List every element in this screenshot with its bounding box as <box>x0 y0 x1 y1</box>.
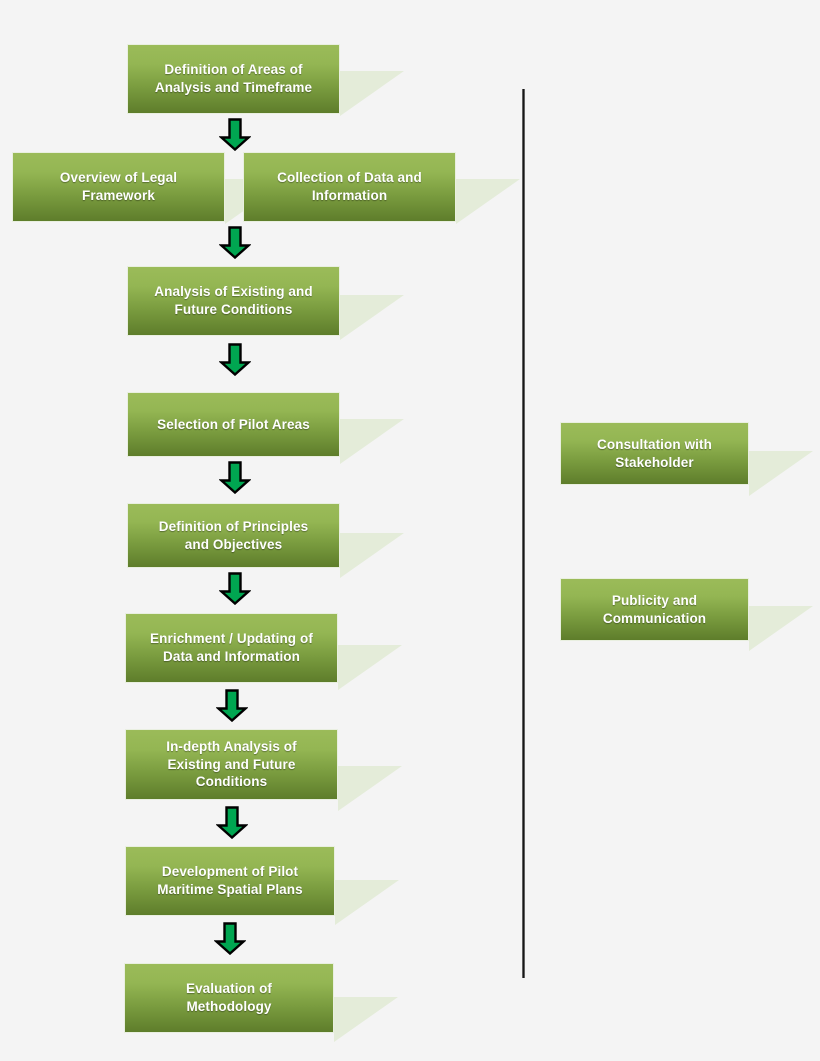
node-evaluation-of-methodology[interactable]: Evaluation of Methodology <box>124 963 334 1033</box>
node-shadow-step-9 <box>334 997 398 1042</box>
node-label: Definition of Principles and Objectives <box>158 518 309 552</box>
node-in-depth-analysis[interactable]: In-depth Analysis of Existing and Future… <box>125 729 338 800</box>
node-shadow-step-4 <box>340 419 404 464</box>
node-shadow-side-1 <box>749 451 813 496</box>
node-label: Overview of Legal Framework <box>59 170 178 203</box>
node-label: Analysis of Existing and Future Conditio… <box>154 284 313 317</box>
down-arrow-icon <box>219 461 251 494</box>
down-arrow-icon <box>216 806 248 839</box>
node-label: Development of Pilot Maritime Spatial Pl… <box>157 864 303 897</box>
node-label: Evaluation of Methodology <box>185 981 273 1014</box>
node-definition-principles-objectives[interactable]: Definition of Principles and Objectives <box>127 503 340 568</box>
node-label: Enrichment / Updating of Data and Inform… <box>150 631 313 664</box>
down-arrow-icon <box>216 689 248 722</box>
node-label: Selection of Pilot Areas <box>157 416 310 432</box>
node-shadow-step-1 <box>340 71 404 116</box>
node-publicity-and-communication[interactable]: Publicity and Communication <box>560 578 749 641</box>
node-shadow-step-6 <box>338 645 402 690</box>
node-overview-of-legal-framework[interactable]: Overview of Legal Framework <box>12 152 225 222</box>
node-analysis-existing-future[interactable]: Analysis of Existing and Future Conditio… <box>127 266 340 336</box>
node-label: Consultation with Stakeholder <box>597 436 712 470</box>
node-shadow-step-2b <box>456 179 520 224</box>
down-arrow-icon <box>219 572 251 605</box>
down-arrow-icon <box>214 922 246 955</box>
node-selection-of-pilot-areas[interactable]: Selection of Pilot Areas <box>127 392 340 457</box>
node-shadow-side-2 <box>749 606 813 651</box>
node-consultation-with-stakeholder[interactable]: Consultation with Stakeholder <box>560 422 749 485</box>
node-shadow-step-3 <box>340 295 404 340</box>
node-shadow-step-8 <box>335 880 399 925</box>
node-label: Publicity and Communication <box>602 592 707 626</box>
node-definition-of-areas[interactable]: Definition of Areas of Analysis and Time… <box>127 44 340 114</box>
node-shadow-step-5 <box>340 533 404 578</box>
down-arrow-icon <box>219 343 251 376</box>
node-development-pilot-plans[interactable]: Development of Pilot Maritime Spatial Pl… <box>125 846 335 916</box>
node-label: In-depth Analysis of Existing and Future… <box>166 738 297 790</box>
node-enrichment-updating-data[interactable]: Enrichment / Updating of Data and Inform… <box>125 613 338 683</box>
node-collection-of-data[interactable]: Collection of Data and Information <box>243 152 456 222</box>
node-label: Definition of Areas of Analysis and Time… <box>154 62 313 95</box>
down-arrow-icon <box>219 226 251 259</box>
node-shadow-step-7 <box>338 766 402 811</box>
node-label: Collection of Data and Information <box>277 170 422 203</box>
vertical-divider <box>522 89 525 978</box>
down-arrow-icon <box>219 118 251 151</box>
